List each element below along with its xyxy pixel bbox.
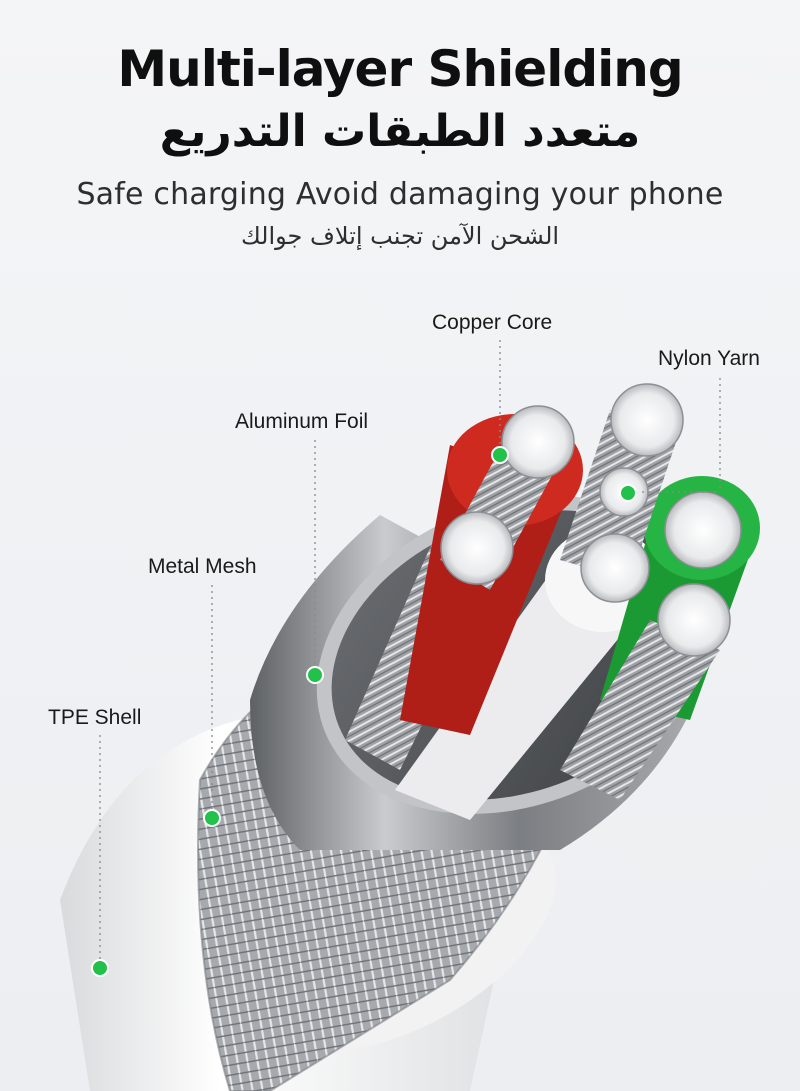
copper-core-bundles <box>440 383 742 657</box>
callout-leader-lines <box>99 340 721 968</box>
metal-mesh-marker-icon <box>203 809 221 827</box>
callout-metal-mesh: Metal Mesh <box>148 555 257 578</box>
callout-tpe-shell: TPE Shell <box>48 706 142 729</box>
callout-markers <box>91 446 637 977</box>
tpe-shell-marker-icon <box>91 959 109 977</box>
callout-aluminum-foil: Aluminum Foil <box>235 410 369 433</box>
callout-copper-core: Copper Core <box>432 311 553 334</box>
subheadline-arabic: الشحن الآمن تجنب إتلاف جوالك <box>240 222 560 250</box>
nylon-yarn-marker-icon <box>619 484 637 502</box>
aluminum-foil-marker-icon <box>306 666 324 684</box>
subheadline-english: Safe charging Avoid damaging your phone <box>76 177 724 212</box>
headline-arabic: متعدد الطبقات التدريع <box>159 106 641 157</box>
headline-english: Multi-layer Shielding <box>117 40 683 98</box>
copper-core-marker-icon <box>491 446 509 464</box>
callout-nylon-yarn: Nylon Yarn <box>658 347 760 370</box>
